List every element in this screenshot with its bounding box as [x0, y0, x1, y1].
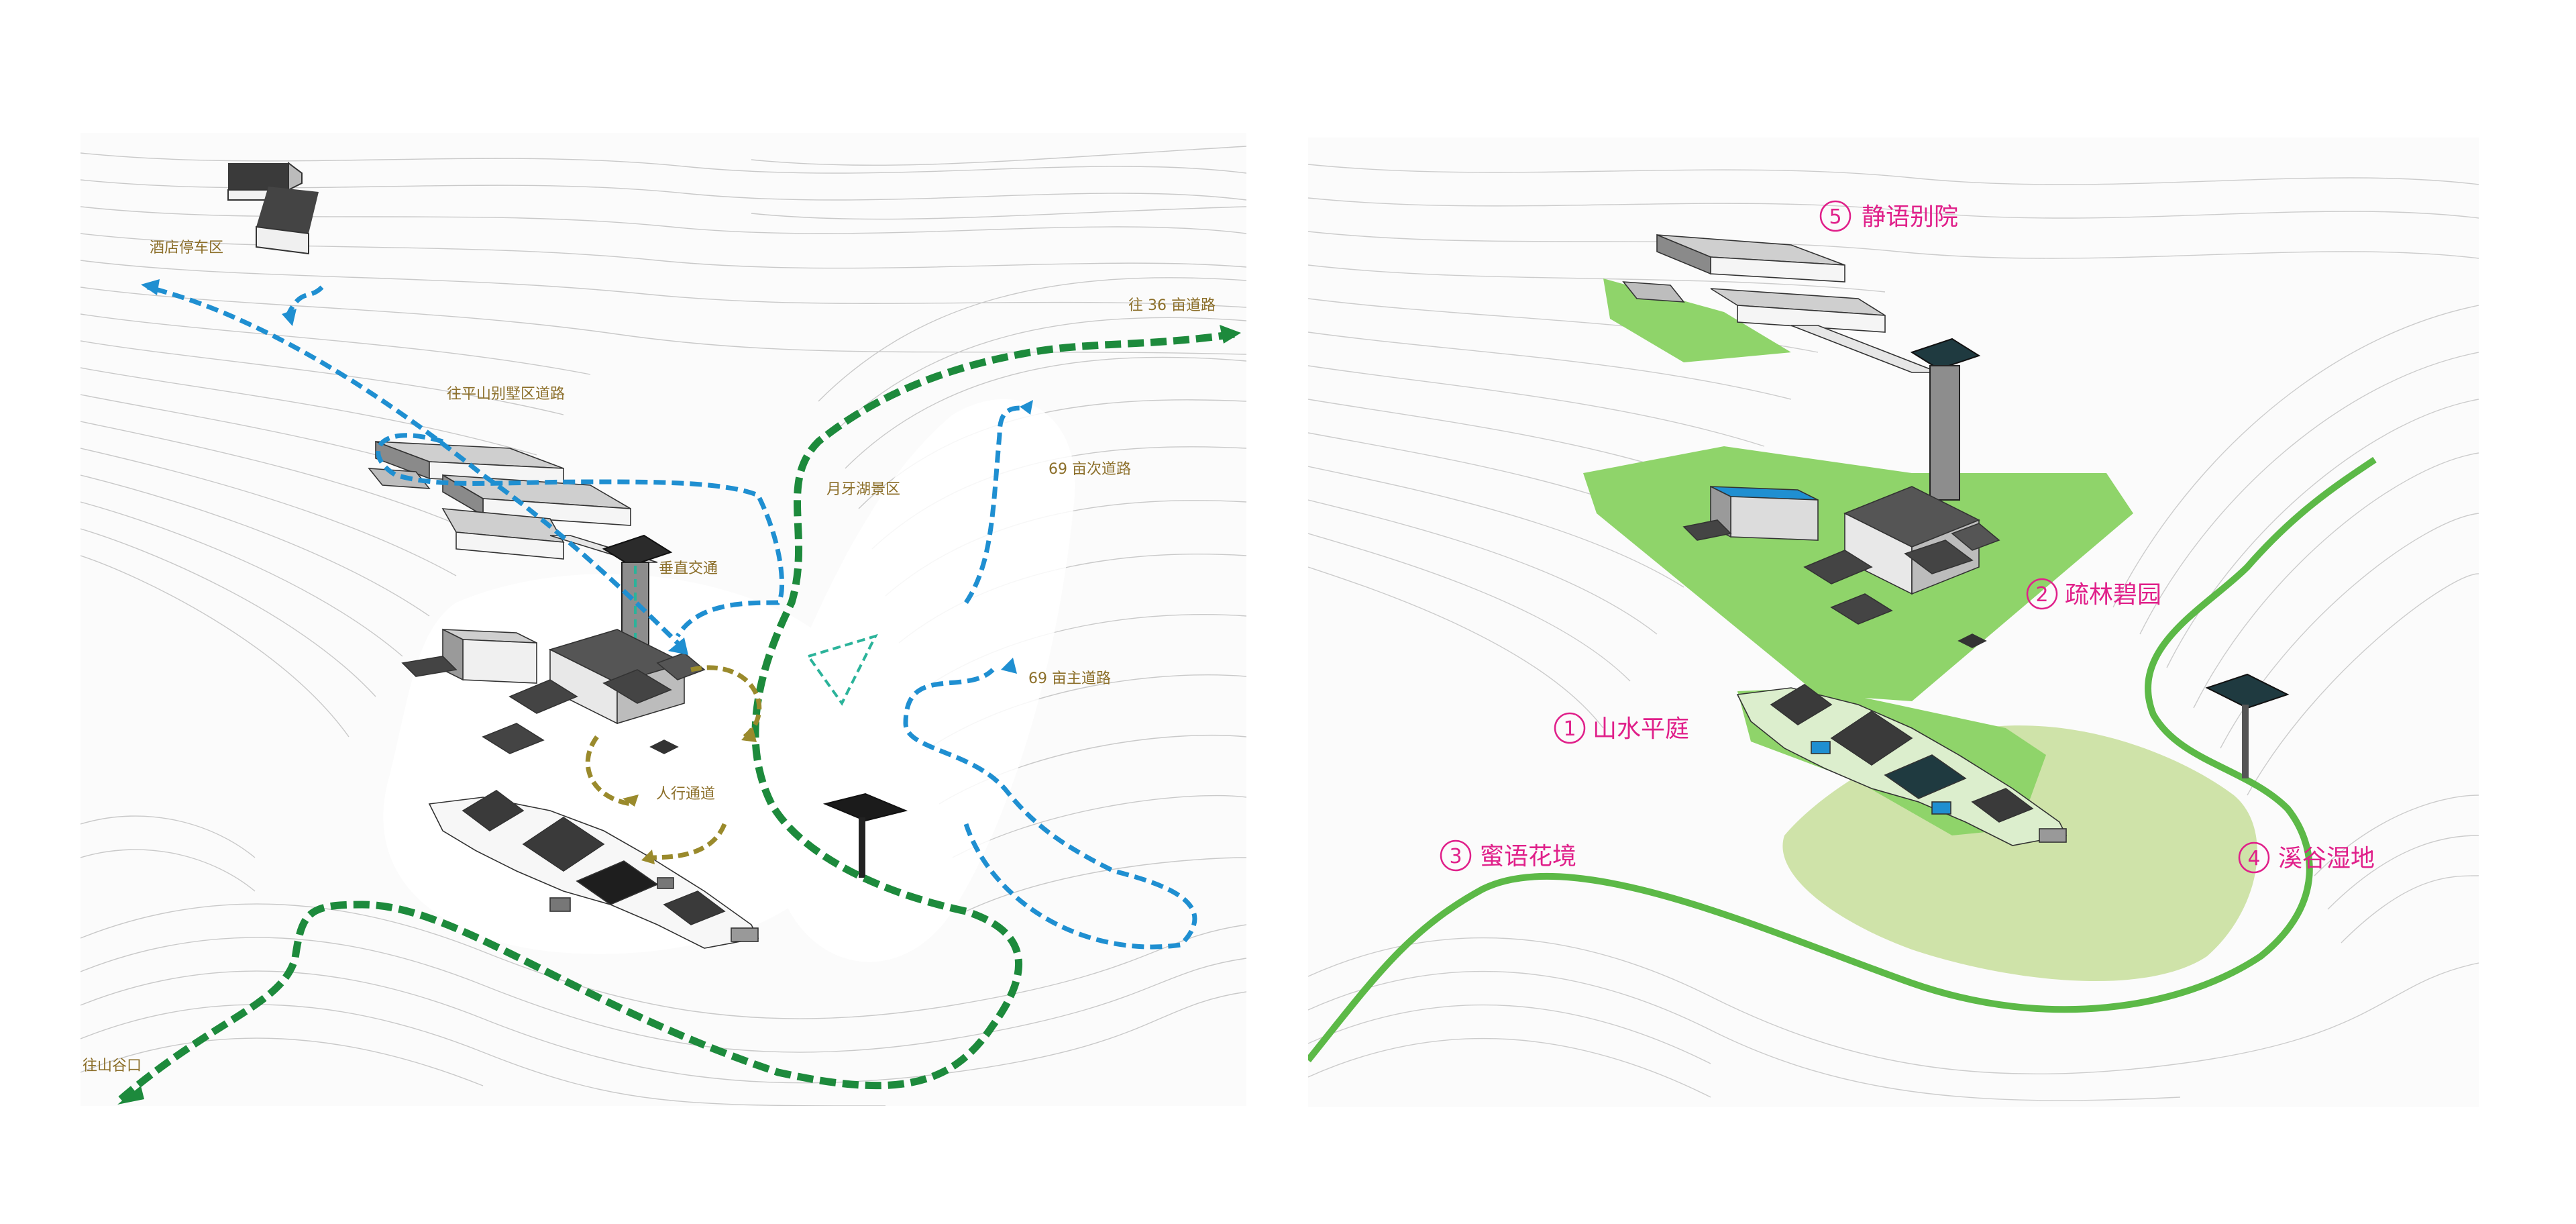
wetland-pavilion [2205, 673, 2290, 778]
observation-tower [1910, 338, 1981, 501]
zone-5-label: 静语别院 [1862, 203, 1958, 231]
crescent-lake-outline [806, 633, 878, 706]
contour-lines [1308, 164, 2479, 1101]
hotel-buildings [401, 628, 706, 754]
villa-cluster [1622, 234, 1939, 373]
ridge-clearing [765, 399, 1075, 962]
parking-buildings [227, 162, 319, 255]
zone-2-number: 2 [2035, 583, 2048, 607]
vehicle-routes [147, 285, 1197, 950]
zone-1-label: 山水平庭 [1593, 715, 1689, 743]
zoning-map-canvas: 5 静语别院 2 疏林碧园 1 山水平庭 3 蜜语花境 4 溪谷湿地 [1308, 164, 2479, 1101]
pedestrian-loop [585, 665, 762, 860]
zone-2-label: 疏林碧园 [2065, 581, 2161, 609]
label-road-69-main: 69 亩主道路 [1028, 670, 1111, 687]
villa-cluster [368, 440, 658, 563]
garden-complex [1736, 684, 2068, 846]
road-pavilion [822, 793, 908, 878]
label-vertical-traffic: 垂直交通 [659, 560, 718, 577]
zone-1-number: 1 [1563, 717, 1576, 741]
label-crescent-lake: 月牙湖景区 [826, 481, 900, 498]
zone-4-label-group: 4 溪谷湿地 [2238, 842, 2375, 874]
label-to-valley-exit: 往山谷口 [83, 1058, 142, 1074]
label-hotel-parking: 酒店停车区 [150, 240, 223, 256]
site-boundary-line [1308, 456, 2377, 1063]
garden-complex [428, 790, 759, 949]
zone-3-number: 3 [1449, 845, 1462, 868]
route-labels: 酒店停车区 往 36 亩道路 往平山别墅区道路 月牙湖景区 69 亩次道路 垂直… [83, 240, 1216, 1074]
pedestrian-arrows [623, 727, 757, 864]
zone-2-label-group: 2 疏林碧园 [2026, 578, 2161, 610]
label-to-pingshan-villa: 往平山别墅区道路 [447, 386, 565, 403]
zone-1-label-group: 1 山水平庭 [1554, 712, 1689, 744]
contour-lines [80, 146, 1246, 1106]
zone-3-label-group: 3 蜜语花境 [1440, 839, 1576, 872]
label-to-36m-road: 往 36 亩道路 [1128, 297, 1216, 314]
circulation-map-canvas: 酒店停车区 往 36 亩道路 往平山别墅区道路 月牙湖景区 69 亩次道路 垂直… [80, 146, 1246, 1106]
zone-4-label: 溪谷湿地 [2278, 845, 2375, 872]
zone-upper-green [1583, 446, 2133, 701]
zone-3-label: 蜜语花境 [1480, 843, 1576, 870]
main-road-arrows [117, 325, 1241, 1105]
vehicle-route-arrows [141, 279, 1033, 674]
zone-4-number: 4 [2247, 847, 2260, 870]
label-road-69-secondary: 69 亩次道路 [1049, 461, 1131, 478]
zone-5-number: 5 [1829, 205, 1841, 229]
zoning-map: 5 静语别院 2 疏林碧园 1 山水平庭 3 蜜语花境 4 溪谷湿地 [1308, 138, 2479, 1107]
zone-5-label-group: 5 静语别院 [1819, 200, 1958, 232]
hotel-buildings [1682, 485, 2000, 648]
main-road [118, 330, 1235, 1103]
label-pedestrian-path: 人行通道 [656, 786, 715, 803]
circulation-map: 酒店停车区 往 36 亩道路 往平山别墅区道路 月牙湖景区 69 亩次道路 垂直… [80, 133, 1246, 1106]
